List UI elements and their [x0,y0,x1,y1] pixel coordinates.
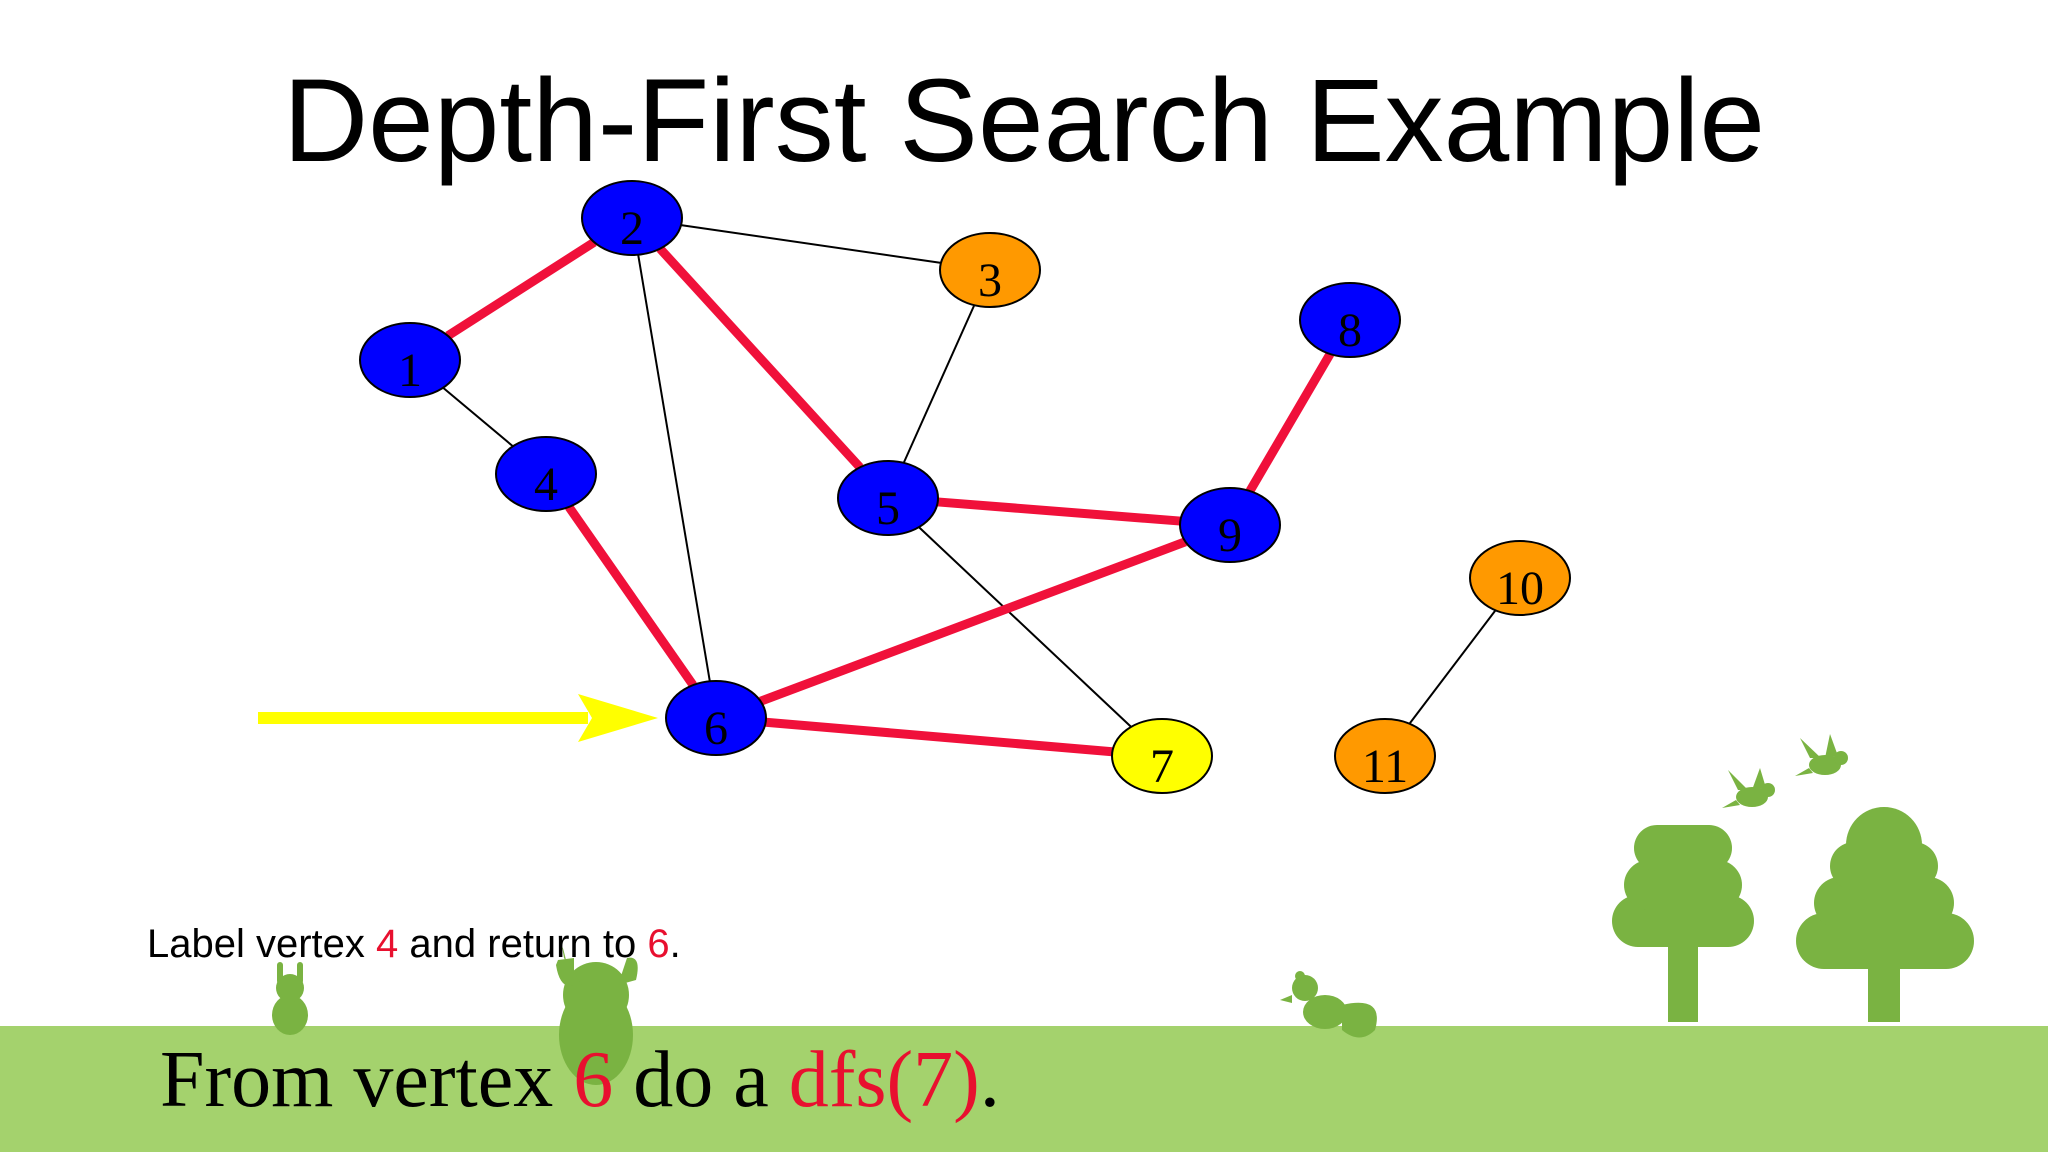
vertex-11-circle [1334,718,1436,794]
main-dfs-call: dfs(7) [788,1036,980,1124]
vertex-10: 10 [1469,540,1571,616]
vertex-1-label: 1 [398,344,422,397]
vertex-9-label: 9 [1218,509,1242,562]
vertex-8: 8 [1299,282,1401,358]
main-current-vertex: 6 [573,1036,614,1124]
vertex-5-circle [837,460,939,536]
edge-4-6-tree [565,504,697,688]
vertex-2-circle [581,180,683,256]
caption-text-before: Label vertex [147,922,377,966]
grass-band [0,1026,2048,1152]
vertex-1-circle [359,322,461,398]
vertex-3: 3 [939,232,1041,308]
main-instruction: From vertex 6 do a dfs(7). [160,1040,1000,1120]
vertex-10-label: 10 [1496,562,1544,615]
main-text-before: From vertex [160,1036,574,1124]
vertex-8-circle [1299,282,1401,358]
vertex-11: 11 [1334,718,1436,794]
vertex-9-circle [1179,487,1281,563]
vertex-1: 1 [359,322,461,398]
main-text-after: . [979,1036,1000,1124]
edge-5-9-tree [937,497,1181,526]
vertex-2: 2 [581,180,683,256]
caption-text-after: . [669,922,681,966]
edge-6-9-tree [759,537,1187,706]
vertex-6-label: 6 [704,702,728,755]
vertex-7-label: 7 [1150,740,1174,793]
vertex-4: 4 [495,436,597,512]
vertex-7-circle [1111,718,1213,794]
edge-3-5 [902,304,976,464]
edge-6-7-tree [765,717,1113,757]
vertex-5: 5 [837,460,939,536]
caption-vertex-labelled: 4 [376,922,399,966]
vertex-11-label: 11 [1362,740,1408,793]
arrow-head-icon [578,694,658,742]
vertex-5-label: 5 [876,482,900,535]
vertex-9: 9 [1179,487,1281,563]
caption-vertex-return: 6 [647,922,670,966]
vertex-4-label: 4 [534,458,558,511]
edge-5-7 [918,526,1132,728]
step-caption: Label vertex 4 and return to 6. [147,922,681,967]
vertex-3-circle [939,232,1041,308]
edge-10-11 [1408,609,1497,725]
vertex-6: 6 [665,680,767,756]
edge-2-6 [637,254,711,682]
pointer-arrow [258,694,658,742]
nodes-layer: 1 2 3 4 5 6 7 8 9 10 11 [359,180,1571,794]
vertex-8-label: 8 [1338,304,1362,357]
edge-2-3 [680,224,942,264]
edges-layer [442,224,1497,757]
slide-title: Depth-First Search Example [282,55,1766,187]
vertex-3-label: 3 [978,254,1002,307]
vertex-4-circle [495,436,597,512]
caption-text-middle: and return to [398,922,648,966]
main-text-middle: do a [613,1036,789,1124]
vertex-2-label: 2 [620,202,644,255]
vertex-7: 7 [1111,718,1213,794]
edge-2-5-tree [656,245,864,471]
edge-1-4 [442,386,514,448]
edge-8-9-tree [1245,351,1335,494]
vertex-10-circle [1469,540,1571,616]
edge-1-2-tree [445,238,597,340]
vertex-6-circle [665,680,767,756]
